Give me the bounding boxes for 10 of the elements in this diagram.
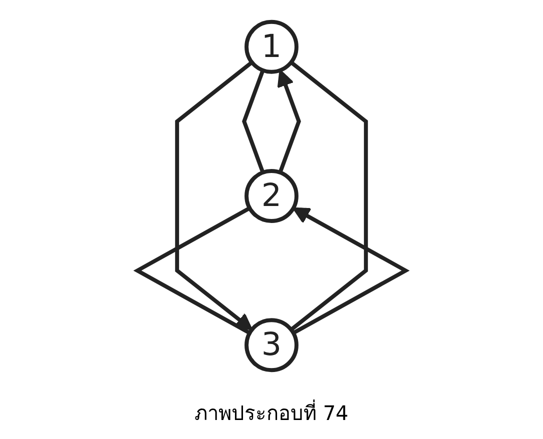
node-circle: 1 <box>244 19 298 74</box>
connector <box>242 69 265 173</box>
caption: ภาพประกอบที่ 74 <box>194 398 348 427</box>
arrow <box>175 60 254 330</box>
node-circle: 2 <box>244 168 298 222</box>
arrow <box>292 206 410 334</box>
connector <box>290 60 368 331</box>
connector <box>133 206 251 334</box>
node-circle: 3 <box>244 318 298 372</box>
arrow <box>277 69 301 173</box>
